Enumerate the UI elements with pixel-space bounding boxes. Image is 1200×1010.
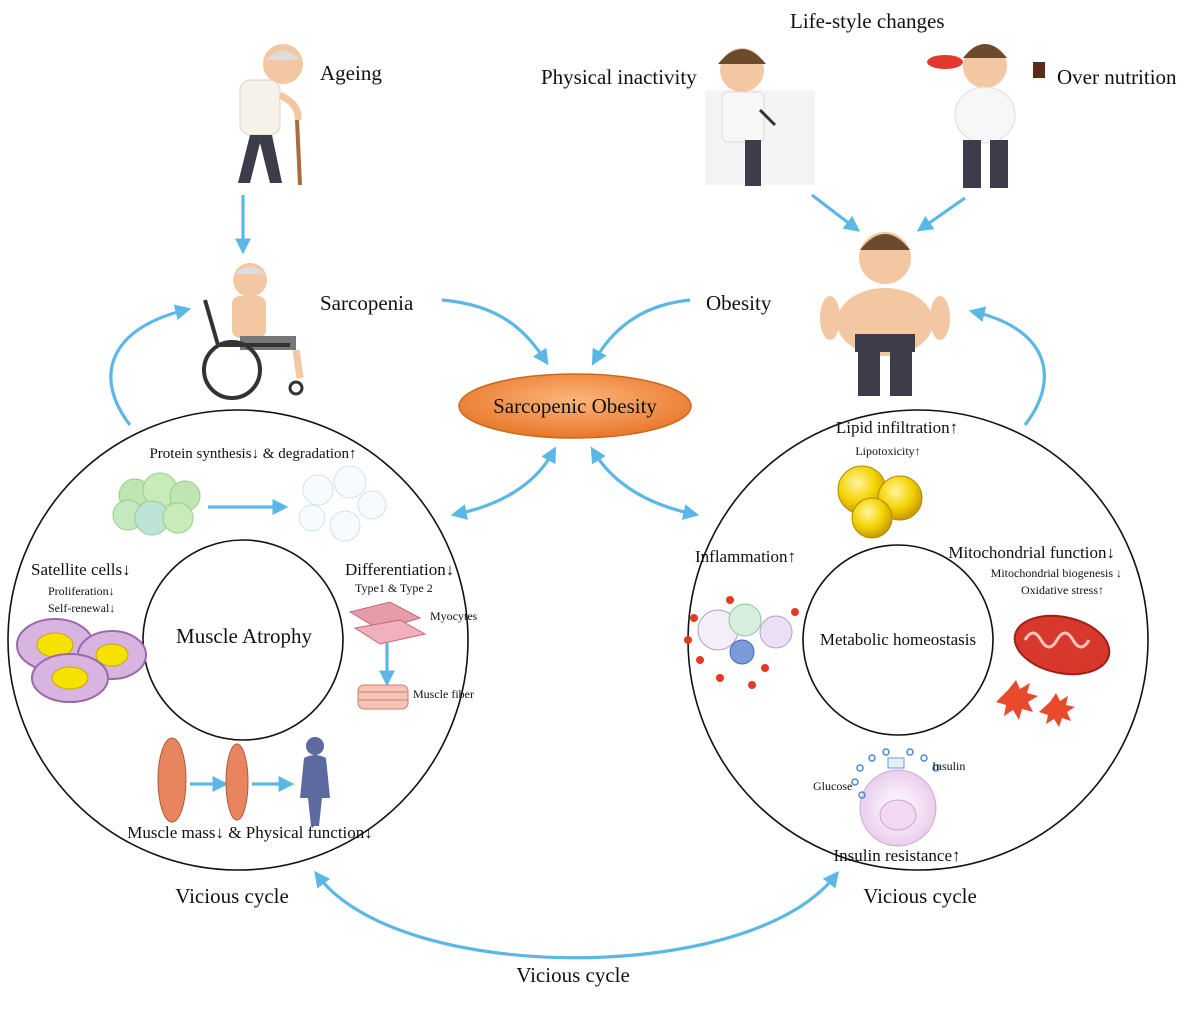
obesity-label: Obesity	[706, 291, 772, 315]
oxidative-label: Oxidative stress↑	[1021, 583, 1104, 597]
ageing-label: Ageing	[320, 61, 382, 85]
center-label: Sarcopenic Obesity	[493, 394, 657, 418]
obese-person-icon	[820, 232, 950, 396]
satellite-cell-icon	[16, 618, 147, 703]
differentiation-label: Differentiation↓	[345, 560, 454, 579]
muscle-fiber-icon	[357, 684, 409, 710]
eating-person-icon	[927, 44, 1045, 188]
mitochondria-icon	[1013, 614, 1111, 676]
silhouette-icon	[300, 737, 330, 826]
proliferation-label: Proliferation↓	[48, 584, 115, 598]
insulin-cell-icon	[851, 748, 940, 847]
protein-label: Protein synthesis↓ & degradation↑	[149, 446, 356, 462]
flow-arrows	[109, 193, 1046, 960]
mass-label: Muscle mass↓ & Physical function↓	[127, 823, 373, 842]
satellite-label: Satellite cells↓	[31, 560, 131, 579]
lipid-label: Lipid infiltration↑	[836, 418, 958, 437]
protein-cluster-icon	[112, 472, 201, 536]
types-label: Type1 & Type 2	[355, 581, 433, 595]
lipotoxicity-label: Lipotoxicity↑	[855, 444, 920, 458]
glucose-label: Glucose	[813, 779, 852, 793]
oxidative-star-icon	[996, 680, 1075, 727]
right-caption: Vicious cycle	[863, 884, 977, 908]
center-ellipse	[458, 373, 692, 439]
right-inner-circle	[802, 544, 994, 736]
muscle-fiber-label: Muscle fiber	[413, 687, 474, 701]
lifestyle-label: Life-style changes	[790, 9, 945, 33]
myocyte-icon	[348, 601, 427, 645]
degraded-protein-icon	[298, 465, 387, 542]
self-renewal-label: Self-renewal↓	[48, 601, 115, 615]
metabolic-label: Metabolic homeostasis	[820, 630, 976, 649]
inflammation-label: Inflammation↑	[695, 547, 796, 566]
left-outer-circle	[7, 409, 469, 871]
mito-label: Mitochondrial function↓	[948, 543, 1115, 562]
fat-cell-icon	[837, 465, 923, 539]
insulin-label: Insulin	[932, 759, 965, 773]
desk-person-icon	[705, 48, 815, 186]
elderly-man-icon	[238, 44, 303, 186]
mito-bio-label: Mitochondrial biogenesis ↓	[991, 566, 1122, 580]
resistance-label: Insulin resistance↑	[834, 846, 961, 865]
left-caption: Vicious cycle	[175, 884, 289, 908]
overnutrition-label: Over nutrition	[1057, 65, 1177, 89]
bottom-caption: Vicious cycle	[516, 963, 630, 987]
muscle-atrophy-label: Muscle Atrophy	[176, 624, 312, 648]
inactivity-label: Physical inactivity	[541, 65, 697, 89]
left-inner-circle	[142, 539, 344, 741]
myocytes-label: Myocytes	[430, 609, 478, 623]
wheelchair-person-icon	[202, 263, 304, 400]
sarcopenia-label: Sarcopenia	[320, 291, 414, 315]
muscle-icon	[157, 737, 249, 823]
immune-cell-icon	[684, 596, 799, 689]
